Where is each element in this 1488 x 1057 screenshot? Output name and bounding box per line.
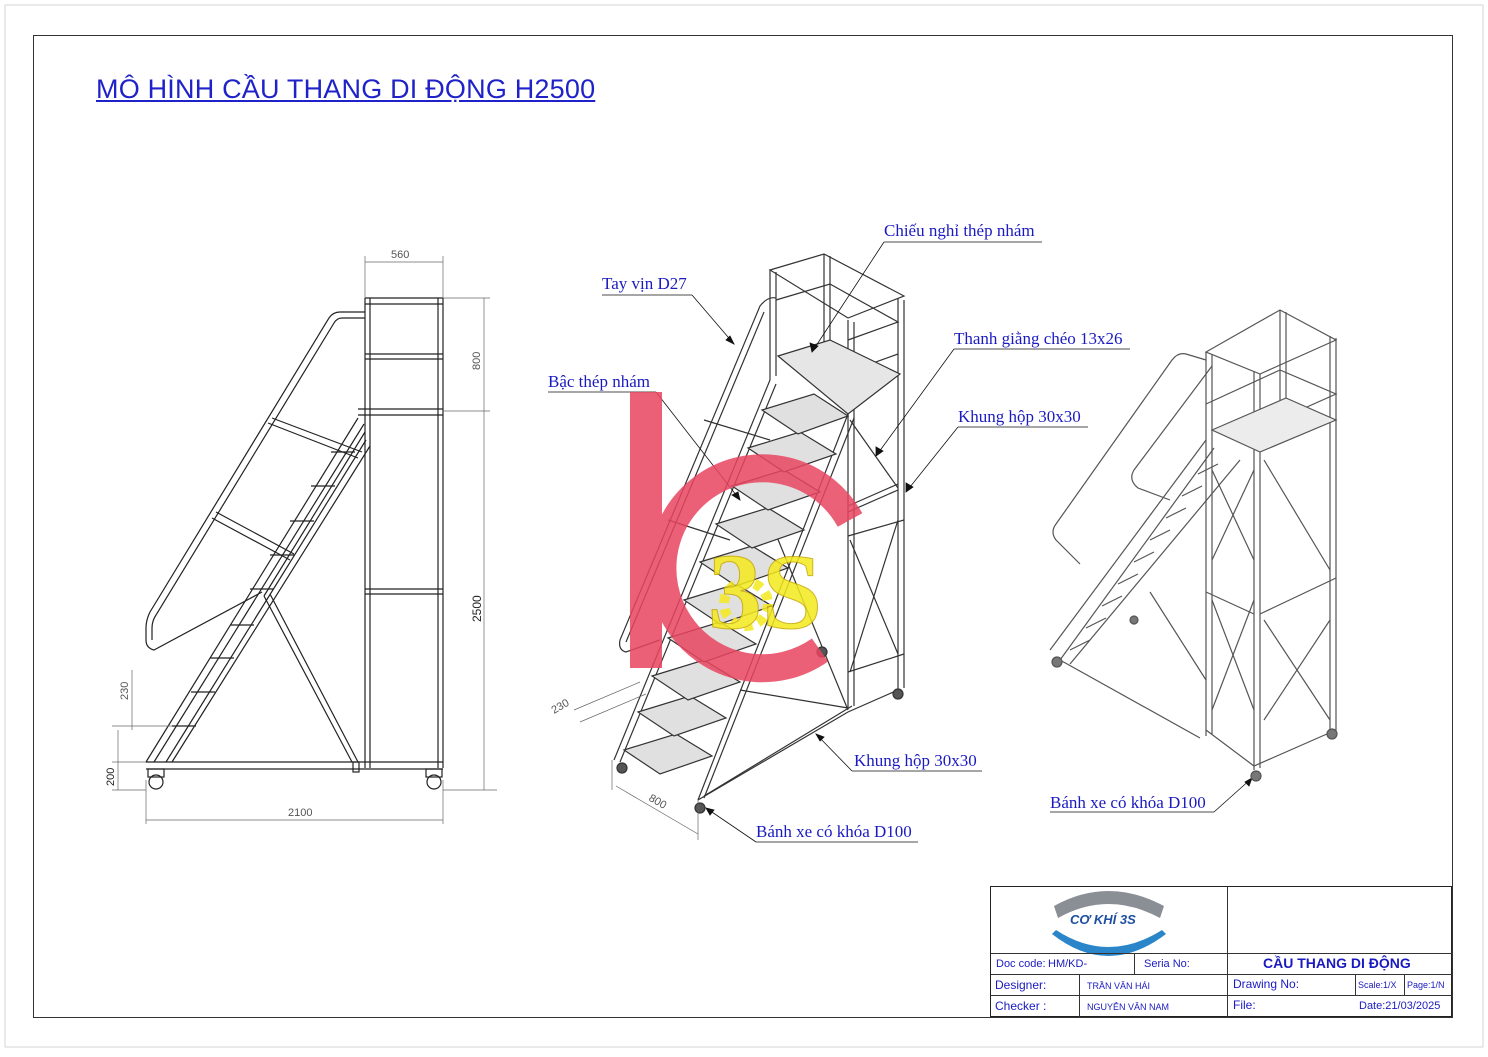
scale-value: Scale:1/X	[1358, 980, 1397, 990]
callout-diagonal-brace: Thanh giằng chéo 13x26	[954, 329, 1123, 348]
checker-label: Checker :	[995, 999, 1047, 1013]
designer-label: Designer:	[995, 978, 1047, 992]
callout-caster: Bánh xe có khóa D100	[756, 822, 912, 841]
iso-dimensions	[573, 681, 699, 840]
dim-base-length: 2100	[288, 807, 312, 819]
callout-back-caster: Bánh xe có khóa D100	[1050, 793, 1206, 812]
page-title: MÔ HÌNH CẦU THANG DI ĐỘNG H2500	[96, 74, 596, 104]
callout-frame-lower: Khung hộp 30x30	[854, 751, 977, 770]
callout-frame-upper: Khung hộp 30x30	[958, 407, 1081, 426]
dim-step-pitch: 230	[119, 682, 131, 700]
watermark-logo: 3S	[630, 392, 863, 683]
designer-value: TRẦN VĂN HẢI	[1087, 981, 1151, 991]
side-view	[145, 297, 444, 790]
inner-border	[33, 35, 1453, 1018]
checker-value: NGUYỄN VĂN NAM	[1087, 1002, 1170, 1012]
doc-code-value: HM/KD-	[1048, 958, 1088, 970]
side-view-dimensions	[112, 256, 497, 824]
product-name: CẦU THANG DI ĐỘNG	[1263, 955, 1411, 971]
dim-platform-height: 800	[471, 352, 483, 370]
logo-text: CƠ KHÍ 3S	[1070, 912, 1136, 927]
callout-leaders	[548, 241, 1253, 843]
dim-total-height: 2500	[470, 595, 484, 622]
title-block: Doc code: HM/KD- Seria No: CẦU THANG DI …	[990, 886, 1453, 1018]
iso-dim-step-pitch: 230	[550, 697, 572, 717]
back-view	[1049, 309, 1338, 782]
seria-label: Seria No:	[1144, 958, 1190, 970]
callout-landing: Chiếu nghỉ thép nhám	[884, 221, 1035, 240]
date-value: Date:21/03/2025	[1359, 1000, 1441, 1012]
company-logo: CƠ KHÍ 3S	[1052, 891, 1166, 956]
page-value: Page:1/N	[1407, 980, 1445, 990]
doc-code-label: Doc code:	[996, 958, 1046, 970]
watermark-text: 3S	[708, 533, 822, 652]
outer-border	[4, 4, 1484, 1048]
dim-top-width: 560	[391, 249, 409, 261]
file-label: File:	[1233, 998, 1256, 1012]
drawing-no-label: Drawing No:	[1233, 977, 1300, 991]
iso-dim-width: 800	[647, 792, 669, 812]
callout-handrail: Tay vịn D27	[602, 274, 687, 293]
callout-tread: Bậc thép nhám	[548, 372, 650, 391]
dim-first-step: 200	[105, 768, 117, 786]
